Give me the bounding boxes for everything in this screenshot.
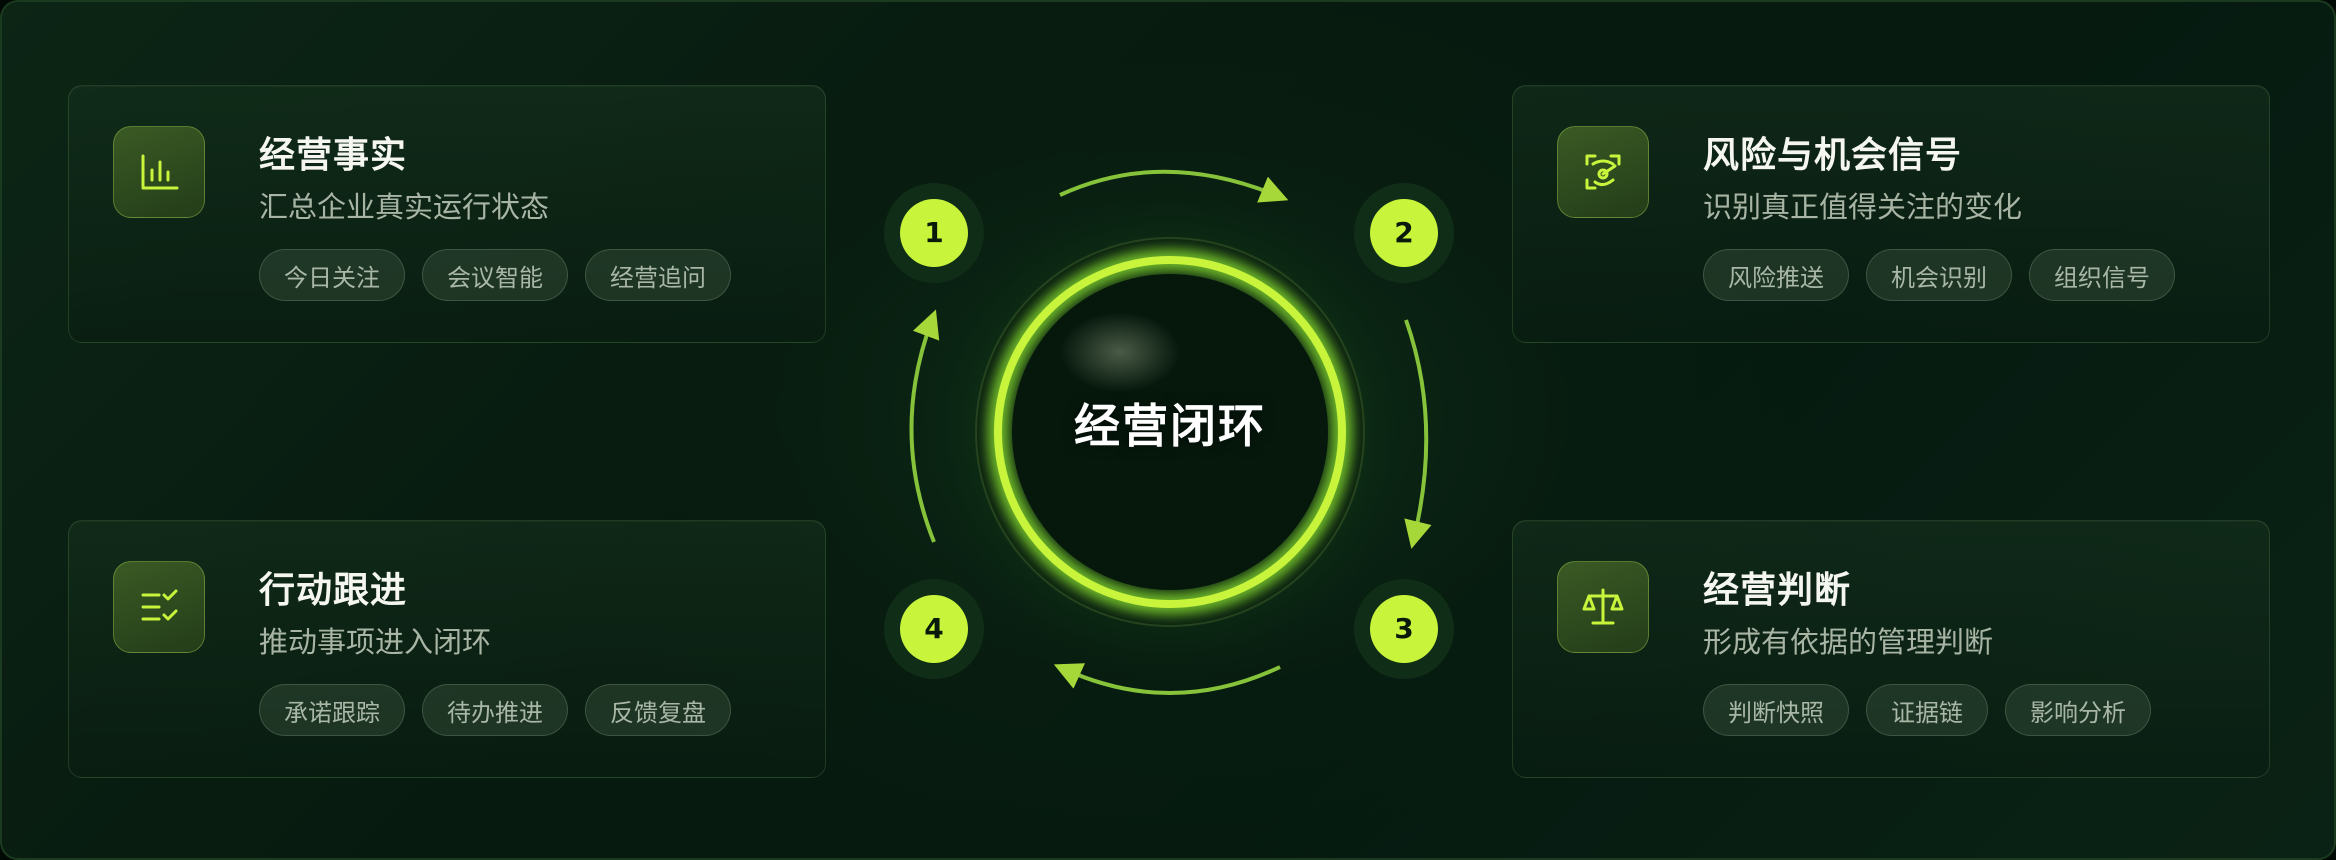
step-1-circle: [900, 199, 968, 267]
tag-meeting-intelligence[interactable]: 会议智能: [422, 249, 568, 301]
card-business-facts[interactable]: 经营事实 汇总企业真实运行状态 今日关注 会议智能 经营追问: [68, 85, 826, 343]
tag-risk-push[interactable]: 风险推送: [1703, 249, 1849, 301]
tag-list: 风险推送 机会识别 组织信号: [1703, 249, 2175, 301]
tag-list: 承诺跟踪 待办推进 反馈复盘: [259, 684, 731, 736]
tag-impact-analysis[interactable]: 影响分析: [2005, 684, 2151, 736]
tag-todo-progress[interactable]: 待办推进: [422, 684, 568, 736]
tag-judgment-snapshot[interactable]: 判断快照: [1703, 684, 1849, 736]
card-title: 风险与机会信号: [1703, 135, 1963, 176]
step-4-label: 4: [924, 612, 944, 645]
card-subtitle: 识别真正值得关注的变化: [1703, 190, 2023, 224]
tag-today-focus[interactable]: 今日关注: [259, 249, 405, 301]
step-4-circle: [900, 595, 968, 663]
tag-organization-signals[interactable]: 组织信号: [2029, 249, 2175, 301]
arrow-2-to-3: [1404, 319, 1432, 549]
tag-list: 判断快照 证据链 影响分析: [1703, 684, 2151, 736]
card-risk-opportunity-signals[interactable]: 风险与机会信号 识别真正值得关注的变化 风险推送 机会识别 组织信号: [1512, 85, 2270, 343]
balance-scale-icon: [1557, 561, 1649, 653]
step-2-circle: [1370, 199, 1438, 267]
bar-chart-icon: [113, 126, 205, 218]
arrow-1-to-2: [1059, 169, 1289, 203]
step-1-label: 1: [924, 216, 944, 249]
card-title: 经营判断: [1703, 570, 1852, 611]
card-action-follow-up[interactable]: 行动跟进 推动事项进入闭环 承诺跟踪 待办推进 反馈复盘: [68, 520, 826, 778]
radar-scan-icon: [1557, 126, 1649, 218]
tag-business-inquiry[interactable]: 经营追问: [585, 249, 731, 301]
tag-list: 今日关注 会议智能 经营追问: [259, 249, 731, 301]
arrow-3-to-4: [1053, 663, 1281, 695]
card-subtitle: 汇总企业真实运行状态: [259, 190, 550, 224]
orb-sheen: [1060, 312, 1180, 392]
tag-evidence-chain[interactable]: 证据链: [1866, 684, 1988, 736]
arrow-4-to-1: [909, 309, 940, 543]
tag-feedback-review[interactable]: 反馈复盘: [585, 684, 731, 736]
tag-opportunity-detection[interactable]: 机会识别: [1866, 249, 2012, 301]
step-3-label: 3: [1394, 612, 1414, 645]
card-subtitle: 推动事项进入闭环: [259, 625, 492, 659]
checklist-icon: [113, 561, 205, 653]
card-subtitle: 形成有依据的管理判断: [1703, 625, 1994, 659]
loop-center-label: 经营闭环: [1074, 399, 1266, 453]
card-title: 行动跟进: [259, 570, 408, 611]
card-business-judgment[interactable]: 经营判断 形成有依据的管理判断 判断快照 证据链 影响分析: [1512, 520, 2270, 778]
card-title: 经营事实: [259, 135, 408, 176]
step-2-label: 2: [1394, 216, 1414, 249]
tag-commitment-tracking[interactable]: 承诺跟踪: [259, 684, 405, 736]
step-3-circle: [1370, 595, 1438, 663]
orb-ring: [994, 256, 1346, 608]
